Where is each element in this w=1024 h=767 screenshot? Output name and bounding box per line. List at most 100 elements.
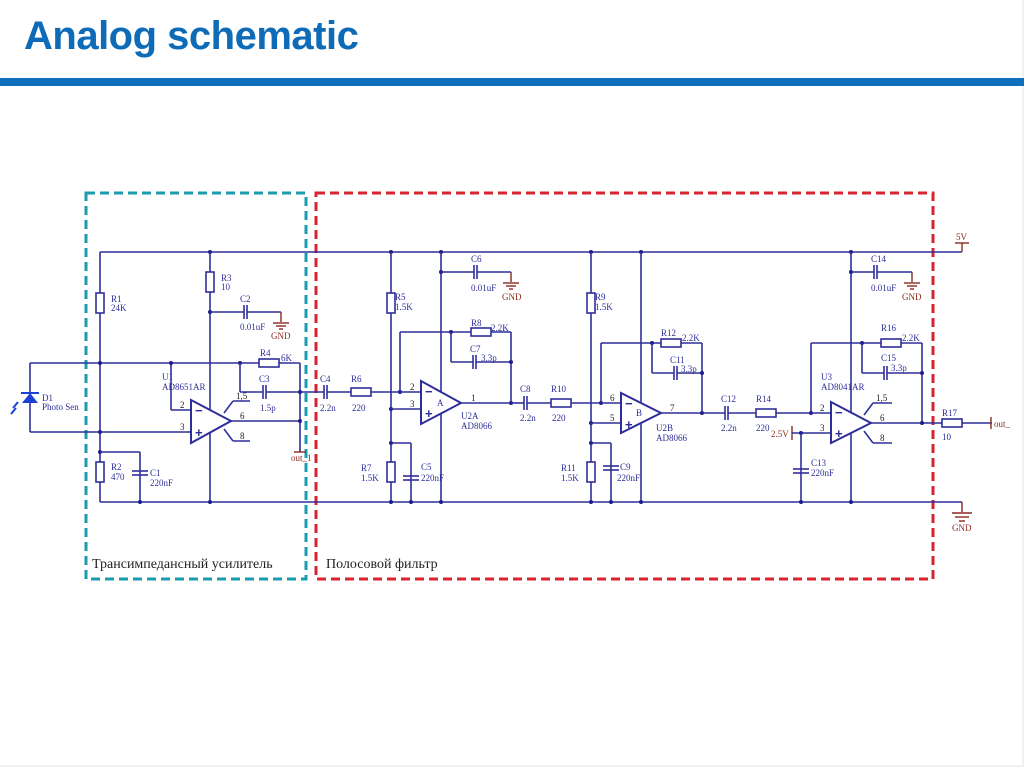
- u2a-pin-inv: 2: [410, 382, 415, 392]
- r3-ref: R3: [221, 273, 232, 283]
- c4-value: 2.2n: [320, 403, 336, 413]
- c7-ref: C7: [470, 344, 481, 354]
- opamp-u3: − + 2 3 6 1,5 8 U3 AD8041AR: [809, 342, 942, 445]
- c14-ref: C14: [871, 254, 887, 264]
- r10-value: 220: [552, 413, 566, 423]
- u2a-plus: +: [425, 406, 433, 421]
- capacitor-c1: C1 220nF: [132, 468, 173, 504]
- r6-value: 220: [352, 403, 366, 413]
- c2-ref: C2: [240, 294, 251, 304]
- u3-pin-inv: 2: [820, 403, 825, 413]
- capacitor-c2: C2 0.01uF GND: [210, 294, 291, 341]
- r12-value: 2.2K: [682, 333, 700, 343]
- capacitor-c11: C11 3.3p: [651, 343, 704, 380]
- c14-value: 0.01uF: [871, 283, 896, 293]
- gnd-rail: GND: [100, 501, 972, 533]
- capacitor-c15: C15 3.3p: [861, 343, 924, 380]
- capacitor-c7: C7 3.3p: [450, 332, 513, 369]
- c15-ref: C15: [881, 353, 897, 363]
- r14-ref: R14: [756, 394, 772, 404]
- resistor-r16: R16 2.2K: [860, 323, 924, 425]
- r17-ref: R17: [942, 408, 958, 418]
- r1-ref: R1: [111, 294, 122, 304]
- vref-label: 2.5V: [771, 429, 789, 439]
- u3-pin-aux2: 8: [880, 433, 885, 443]
- c11-ref: C11: [670, 355, 685, 365]
- r5-value: 1.5K: [395, 302, 413, 312]
- slide-title: Analog schematic: [24, 14, 359, 58]
- u2b-pin-noninv: 5: [610, 413, 615, 423]
- c8-ref: C8: [520, 384, 531, 394]
- photodiode-d1: D1 Photo Sen: [10, 362, 300, 433]
- u2a-minus: −: [425, 384, 433, 399]
- c2-value: 0.01uF: [240, 322, 265, 332]
- opamp-u2b: − + B 6 5 7 U2B AD8066: [591, 250, 702, 504]
- r5-ref: R5: [395, 292, 406, 302]
- c5-value: 220nF: [421, 473, 444, 483]
- u2b-minus: −: [625, 396, 633, 411]
- u1-pin-out: 6: [240, 411, 245, 421]
- c9-value: 220nF: [617, 473, 640, 483]
- resistor-r4: R4 6K: [238, 348, 293, 392]
- r3-value: 10: [221, 282, 231, 292]
- c6-value: 0.01uF: [471, 283, 496, 293]
- c11-value: 3.3p: [681, 364, 697, 374]
- resistor-r5: R5 1.5K: [386, 250, 413, 504]
- u2a-ref: U2A: [461, 411, 479, 421]
- resistor-r7: R7 1.5K: [361, 442, 412, 502]
- r7-value: 1.5K: [361, 473, 379, 483]
- r11-ref: R11: [561, 463, 576, 473]
- r9-value: 1.5K: [595, 302, 613, 312]
- r12-ref: R12: [661, 328, 676, 338]
- resistor-r17: R17 10 out_: [941, 408, 1011, 442]
- photodiode-icon: [22, 393, 38, 403]
- out-net-label: out_: [994, 419, 1011, 429]
- out1-net-label: out_1: [291, 453, 312, 463]
- u3-minus: −: [835, 405, 843, 420]
- transimpedance-caption: Трансимпедансный усилитель: [92, 557, 273, 572]
- c13-value: 220nF: [811, 468, 834, 478]
- resistor-r1: R1 24K: [95, 252, 127, 502]
- capacitor-c13: C13 220nF: [793, 433, 834, 504]
- capacitor-c9: C9 220nF: [603, 462, 640, 504]
- u1-minus: −: [195, 403, 203, 418]
- resistor-r11: R11 1.5K: [561, 442, 612, 502]
- u3-ref: U3: [821, 372, 832, 382]
- r14-value: 220: [756, 423, 770, 433]
- opamp-u1: − + 2 3 6 1,5 8 U1 AD8651AR: [162, 361, 300, 445]
- resistor-r3: R3 10: [205, 250, 232, 504]
- opamp-u2a: − + A 2 3 1 U2A AD8066: [391, 331, 511, 431]
- r16-value: 2.2K: [902, 333, 920, 343]
- c3-ref: C3: [259, 374, 270, 384]
- resistor-r12: R12 2.2K: [650, 328, 704, 415]
- u2b-pin-out: 7: [670, 403, 675, 413]
- transimpedance-block-border: [84, 191, 308, 581]
- u2a-pin-out: 1: [471, 393, 476, 403]
- resistor-r8: R8 2.2K: [449, 318, 513, 405]
- r4-ref: R4: [260, 348, 271, 358]
- u1-value: AD8651AR: [162, 382, 206, 392]
- d1-value: Photo Sen: [42, 402, 79, 412]
- r7-ref: R7: [361, 463, 372, 473]
- u1-pin-aux1: 1,5: [236, 391, 248, 401]
- r6-ref: R6: [351, 374, 362, 384]
- r2-ref: R2: [111, 462, 122, 472]
- c7-value: 3.3p: [481, 353, 497, 363]
- resistor-r6: R6 220: [350, 374, 372, 413]
- capacitor-c14: C14 0.01uF GND: [849, 250, 922, 504]
- c9-ref: C9: [620, 462, 631, 472]
- gnd-label: GND: [952, 523, 972, 533]
- capacitor-c3: C3 1.5p out_1: [240, 363, 312, 463]
- u1-ref: U1: [162, 372, 173, 382]
- u2a-pin-noninv: 3: [410, 399, 415, 409]
- r9-ref: R9: [595, 292, 606, 302]
- ground-icon: [952, 512, 972, 522]
- u3-pin-noninv: 3: [820, 423, 825, 433]
- u1-plus: +: [195, 425, 203, 440]
- c6-gnd-label: GND: [502, 292, 522, 302]
- c12-value: 2.2n: [721, 423, 737, 433]
- bandpass-block-border: [314, 191, 935, 581]
- capacitor-c5: C5 220nF: [403, 462, 444, 504]
- c13-ref: C13: [811, 458, 827, 468]
